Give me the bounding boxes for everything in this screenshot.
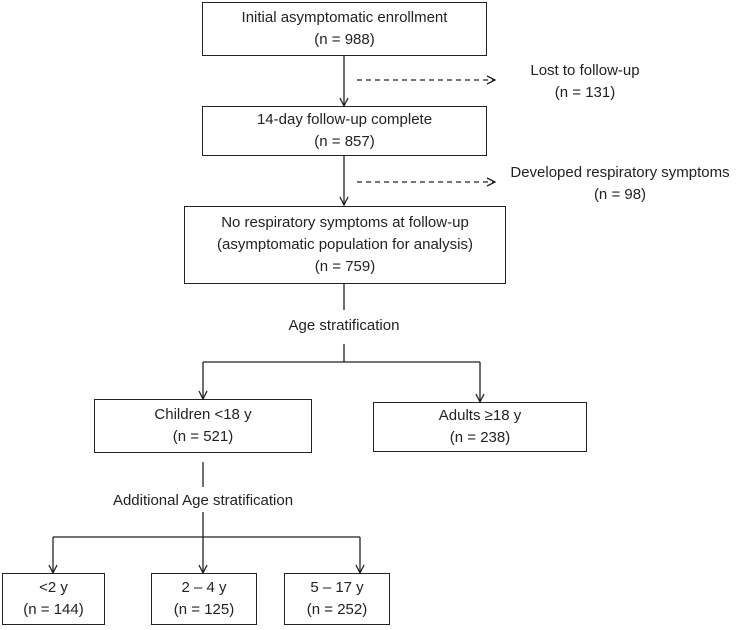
box-5to17-title: 5 – 17 y [310, 579, 364, 596]
label-additional-age-stratification-text: Additional Age stratification [112, 492, 294, 509]
exclusion-lost-to-followup: Lost to follow-up (n = 131) [505, 60, 665, 104]
box-adults-title: Adults ≥18 y [438, 407, 522, 424]
box-2-to-4: 2 – 4 y (n = 125) [151, 573, 257, 625]
exclusion-lost-title: Lost to follow-up [530, 62, 640, 79]
box-nosymptoms-line2: (asymptomatic population for analysis) [217, 236, 473, 253]
label-additional-age-stratification: Additional Age stratification [73, 490, 333, 512]
box-5to17-count: (n = 252) [306, 601, 368, 618]
box-followup-count: (n = 857) [314, 133, 375, 150]
exclusion-developed-count: (n = 98) [593, 186, 647, 203]
box-under2-count: (n = 144) [23, 601, 84, 618]
box-children-count: (n = 521) [172, 428, 234, 445]
box-children-title: Children <18 y [154, 406, 252, 423]
box-followup-title: 14-day follow-up complete [256, 111, 433, 128]
box-2to4-count: (n = 125) [173, 601, 235, 618]
box-adults: Adults ≥18 y (n = 238) [373, 402, 587, 452]
exclusion-developed-title: Developed respiratory symptoms [510, 164, 730, 181]
box-followup-complete: 14-day follow-up complete (n = 857) [202, 106, 487, 156]
exclusion-developed-symptoms: Developed respiratory symptoms (n = 98) [500, 162, 740, 206]
box-2to4-title: 2 – 4 y [181, 579, 227, 596]
box-5-to-17: 5 – 17 y (n = 252) [284, 573, 390, 625]
box-under-2: <2 y (n = 144) [2, 573, 105, 625]
box-nosymptoms-line1: No respiratory symptoms at follow-up [221, 214, 469, 231]
box-initial-title: Initial asymptomatic enrollment [241, 9, 448, 26]
box-initial-enrollment: Initial asymptomatic enrollment (n = 988… [202, 2, 487, 56]
label-age-stratification-text: Age stratification [288, 317, 400, 334]
box-adults-count: (n = 238) [449, 429, 511, 446]
exclusion-lost-count: (n = 131) [554, 84, 616, 101]
box-no-respiratory-symptoms: No respiratory symptoms at follow-up (as… [184, 206, 506, 284]
box-initial-count: (n = 988) [314, 31, 375, 48]
box-children: Children <18 y (n = 521) [94, 399, 312, 453]
box-nosymptoms-count: (n = 759) [314, 258, 376, 275]
box-under2-title: <2 y [39, 579, 68, 596]
label-age-stratification: Age stratification [244, 315, 444, 337]
